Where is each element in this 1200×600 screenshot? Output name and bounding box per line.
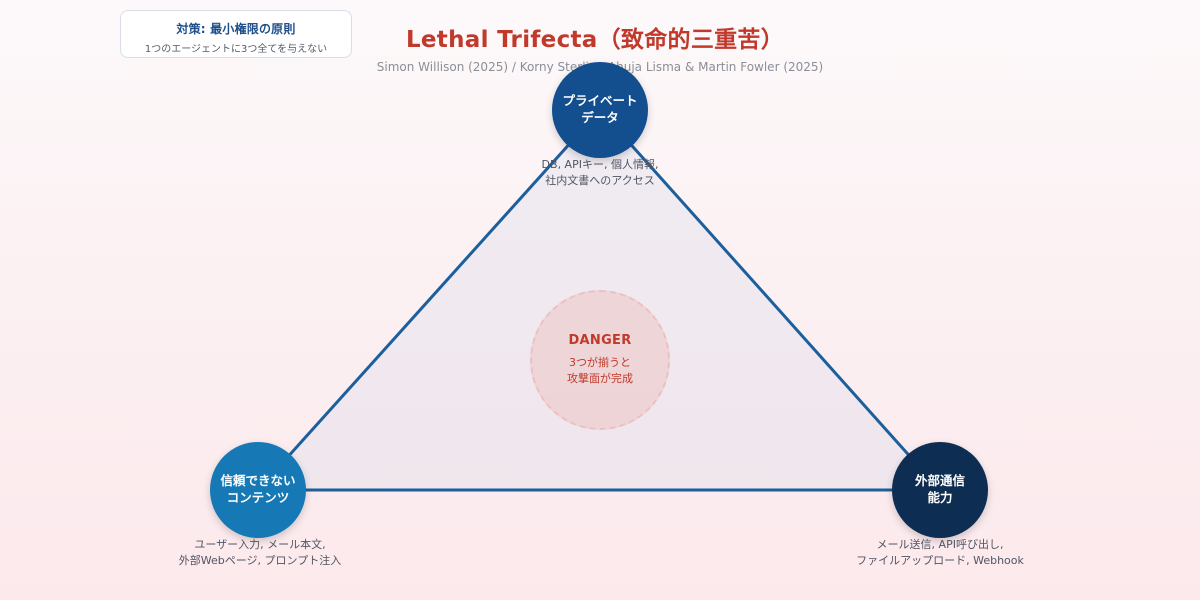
node-untrusted-content-label-line1: 信頼できない	[220, 473, 296, 489]
node-untrusted-content-label-line2: コンテンツ	[226, 490, 290, 505]
node-private-data-description: DB, APIキー, 個人情報, 社内文書へのアクセス	[500, 157, 700, 189]
danger-title: DANGER	[568, 332, 632, 348]
node-external-communication-desc-line2: ファイルアップロード, Webhook	[856, 553, 1024, 567]
node-private-data-desc-line1: DB, APIキー, 個人情報,	[541, 158, 659, 171]
node-untrusted-content-desc-line1: ユーザー入力, メール本文,	[194, 538, 326, 551]
node-external-communication-desc-line1: メール送信, API呼び出し,	[876, 538, 1004, 551]
node-private-data: プライベート データ	[552, 62, 648, 158]
mitigation-description: 1つのエージェントに3つ全てを与えない	[144, 44, 328, 55]
mitigation-box: 対策: 最小権限の原則 1つのエージェントに3つ全てを与えない	[120, 10, 352, 58]
node-external-communication: 外部通信 能力	[892, 442, 988, 538]
page-title: Lethal Trifecta（致命的三重苦）	[405, 27, 785, 53]
edge-private-untrusted	[256, 108, 602, 492]
node-untrusted-content-desc-line2: 外部Webページ, プロンプト注入	[178, 553, 342, 567]
edge-private-external	[598, 108, 942, 492]
node-external-communication-label-line1: 外部通信	[914, 473, 965, 489]
node-external-communication-label-line2: 能力	[927, 490, 953, 505]
danger-zone: DANGER 3つが揃うと 攻撃面が完成	[530, 290, 670, 430]
node-untrusted-content: 信頼できない コンテンツ	[210, 442, 306, 538]
node-private-data-label-line1: プライベート	[562, 93, 638, 109]
node-private-data-label-line2: データ	[581, 110, 619, 125]
danger-text-line1: 3つが揃うと	[569, 355, 631, 369]
node-private-data-desc-line2: 社内文書へのアクセス	[545, 173, 655, 187]
danger-text-line2: 攻撃面が完成	[567, 372, 633, 385]
mitigation-title: 対策: 最小権限の原則	[176, 22, 296, 36]
node-external-communication-description: メール送信, API呼び出し, ファイルアップロード, Webhook	[820, 537, 1060, 569]
node-untrusted-content-description: ユーザー入力, メール本文, 外部Webページ, プロンプト注入	[140, 537, 380, 569]
